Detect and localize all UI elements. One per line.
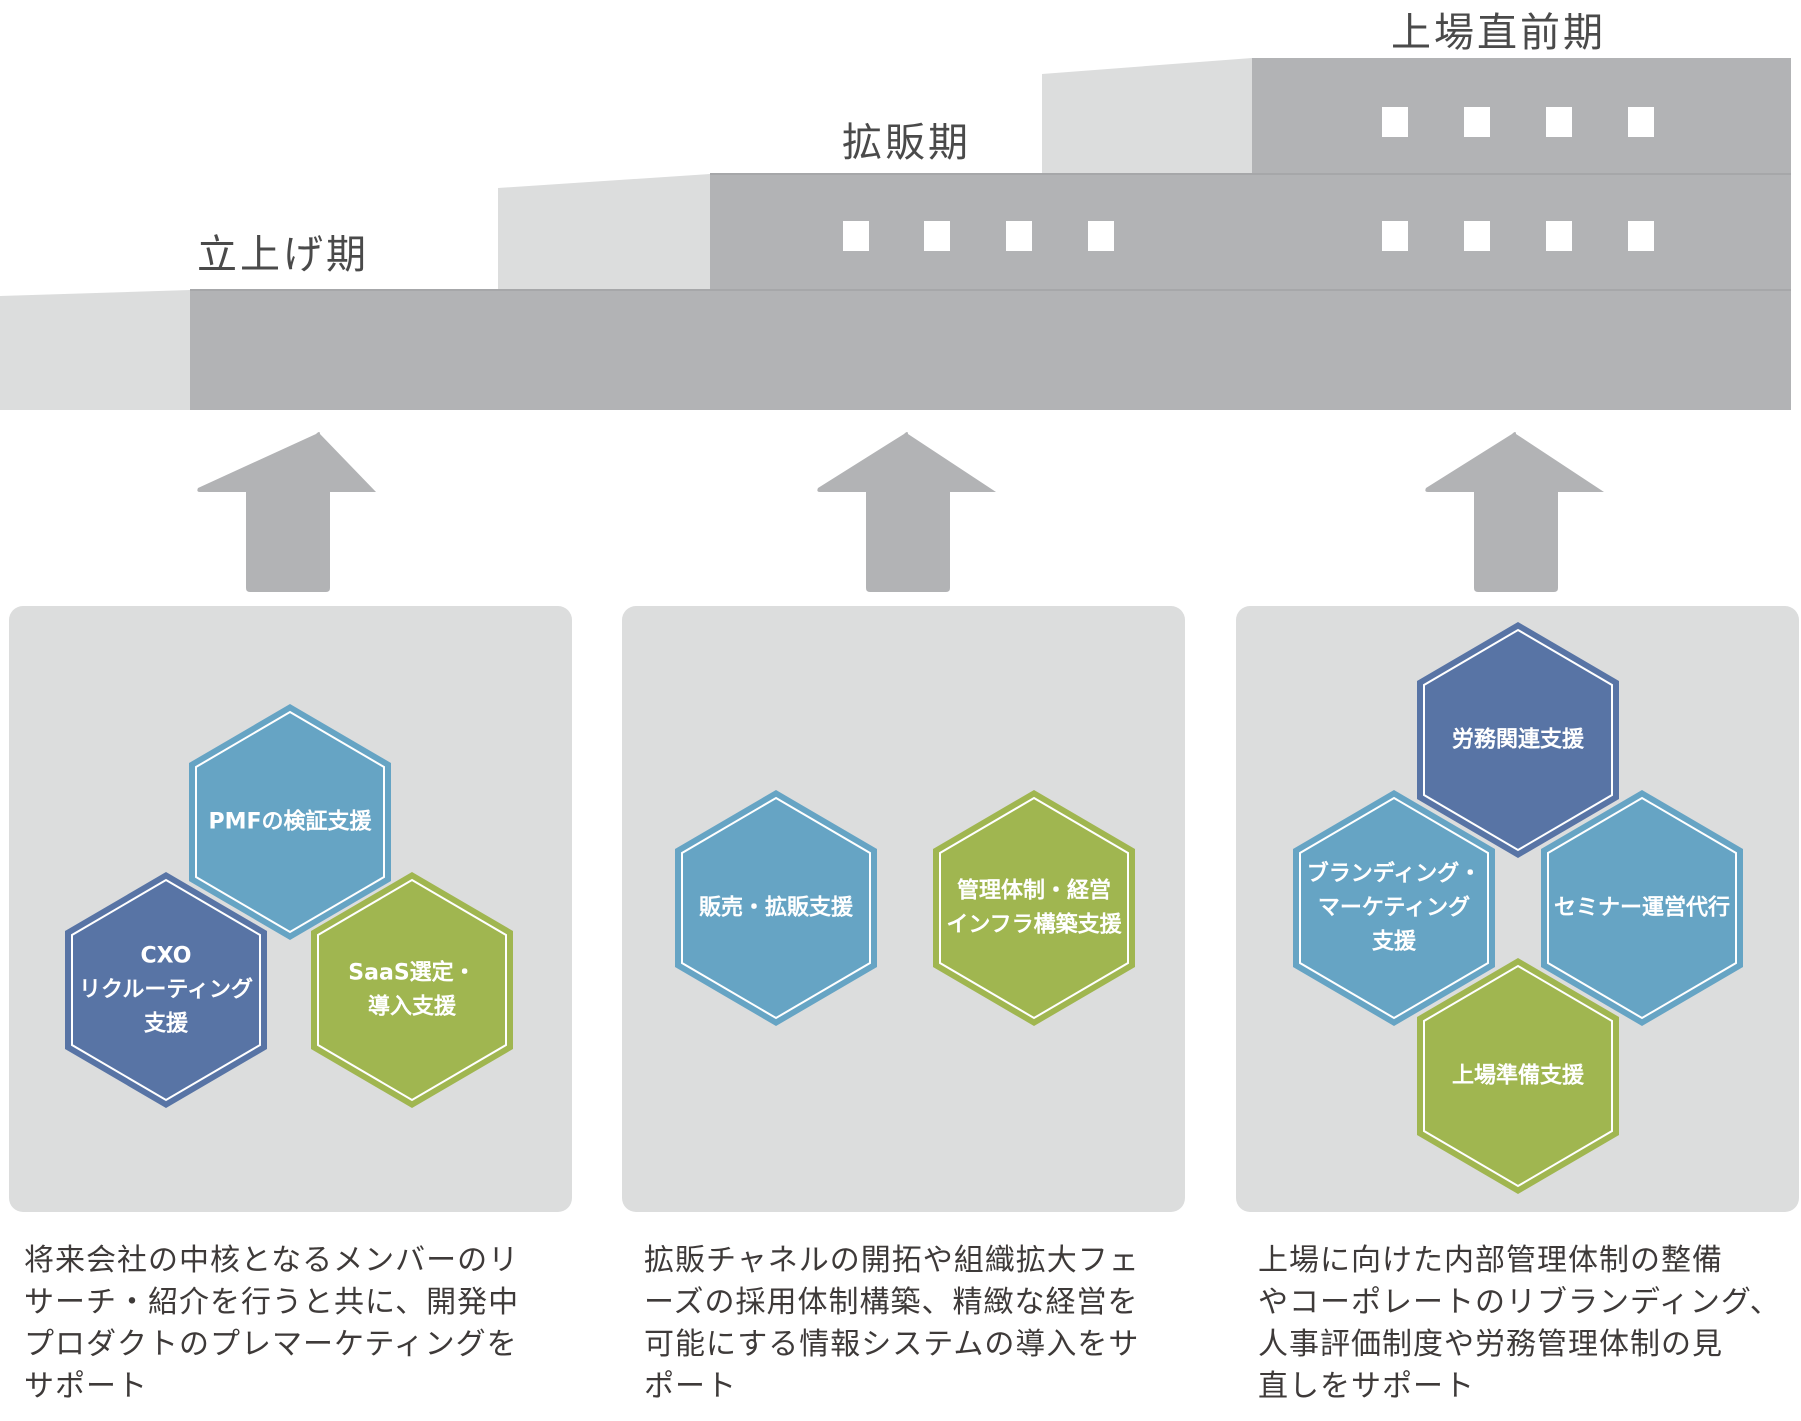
window (1464, 221, 1490, 251)
hexagon-shape (311, 872, 513, 1108)
hexagon-inner-border (195, 710, 385, 934)
phase-title-2: 拡販期 (842, 120, 971, 166)
step-face-3 (1042, 58, 1252, 174)
support-hexagon: セミナー運営代行 (1541, 790, 1743, 1026)
hexagon-inner-border (1299, 796, 1489, 1020)
window (1628, 107, 1654, 137)
window (843, 221, 869, 251)
phase-title-3: 上場直前期 (1391, 10, 1606, 56)
hexagon-label: マーケティング (1318, 895, 1470, 921)
hexagon-shape (1541, 790, 1743, 1026)
panel-description-2: 拡販チャネルの開拓や組織拡大フェ ーズの採用体制構築、精緻な経営を 可能にする情… (644, 1240, 1184, 1408)
up-arrow-icon (197, 432, 376, 592)
hexagon-shape (1417, 622, 1619, 858)
description-line: 将来会社の中核となるメンバーのリ (24, 1243, 520, 1278)
description-line: 人事評価制度や労務管理体制の見 (1258, 1327, 1723, 1362)
hexagon-label: リクルーティング (79, 977, 253, 1003)
hexagon-label: 労務関連支援 (1452, 727, 1585, 753)
hexagon-label: PMFの検証支援 (208, 809, 372, 835)
phase-title-1: 立上げ期 (197, 232, 369, 278)
hexagon-label: 支援 (144, 1012, 189, 1037)
description-line: ポート (644, 1369, 737, 1404)
window (1546, 221, 1572, 251)
window (1382, 221, 1408, 251)
panel-description-3: 上場に向けた内部管理体制の整備 やコーポレートのリブランディング、 人事評価制度… (1258, 1240, 1798, 1408)
hexagon-label: SaaS選定・ (348, 960, 475, 986)
hexagon-inner-border (317, 878, 507, 1102)
window (1382, 107, 1408, 137)
description-line: サポート (24, 1369, 148, 1404)
hexagon-shape (1417, 958, 1619, 1194)
support-hexagon: 労務関連支援 (1417, 622, 1619, 858)
building-staircase (0, 58, 1791, 410)
description-line: 可能にする情報システムの導入をサ (644, 1327, 1140, 1362)
support-hexagon: 上場準備支援 (1417, 958, 1619, 1194)
hexagon-label: セミナー運営代行 (1554, 895, 1730, 921)
hexagon-shape (65, 872, 267, 1108)
window (1088, 221, 1114, 251)
step-face-2 (498, 174, 710, 290)
hexagon-shape (189, 704, 391, 940)
hexagon-inner-border (681, 796, 871, 1020)
hexagon-shape (933, 790, 1135, 1026)
description-line: 拡販チャネルの開拓や組織拡大フェ (644, 1243, 1140, 1278)
hexagon-label: 管理体制・経営 (957, 878, 1111, 904)
hexagon-shape (675, 790, 877, 1026)
up-arrow-icon (817, 432, 996, 592)
hexagon-inner-border (939, 796, 1129, 1020)
up-arrow-icon (1425, 432, 1604, 592)
description-line: サーチ・紹介を行うと共に、開発中 (24, 1285, 520, 1320)
building-block-3 (1252, 58, 1791, 174)
hexagon-shape (1293, 790, 1495, 1026)
window (1546, 107, 1572, 137)
window (1006, 221, 1032, 251)
hexagon-inner-border (71, 878, 261, 1102)
description-line: ーズの採用体制構築、精緻な経営を (644, 1285, 1139, 1320)
description-line: プロダクトのプレマーケティングを (24, 1327, 518, 1362)
hexagon-label: 販売・拡販支援 (699, 895, 854, 921)
hexagon-label: 導入支援 (368, 994, 457, 1020)
step-face-1 (0, 290, 190, 410)
support-hexagon: SaaS選定・導入支援 (311, 872, 513, 1108)
window (1628, 221, 1654, 251)
description-line: 直しをサポート (1258, 1369, 1475, 1404)
description-line: 上場に向けた内部管理体制の整備 (1258, 1243, 1723, 1278)
hexagon-label: インフラ構築支援 (946, 912, 1122, 938)
hexagon-label: CXO (140, 944, 191, 969)
support-hexagon: PMFの検証支援 (189, 704, 391, 940)
support-hexagon: 販売・拡販支援 (675, 790, 877, 1026)
hexagon-label: ブランディング・ (1307, 861, 1481, 887)
hexagon-inner-border (1547, 796, 1737, 1020)
building-block-1 (190, 290, 1791, 410)
window (1464, 107, 1490, 137)
building-block-2 (710, 174, 1791, 290)
hexagon-label: 上場準備支援 (1452, 1063, 1585, 1089)
hexagon-label: 支援 (1372, 930, 1417, 955)
hexagon-inner-border (1423, 964, 1613, 1188)
up-arrows (197, 432, 1604, 592)
panel-description-1: 将来会社の中核となるメンバーのリ サーチ・紹介を行うと共に、開発中 プロダクトの… (24, 1240, 564, 1408)
window (924, 221, 950, 251)
description-line: やコーポレートのリブランディング、 (1258, 1285, 1781, 1320)
hexagon-inner-border (1423, 628, 1613, 852)
